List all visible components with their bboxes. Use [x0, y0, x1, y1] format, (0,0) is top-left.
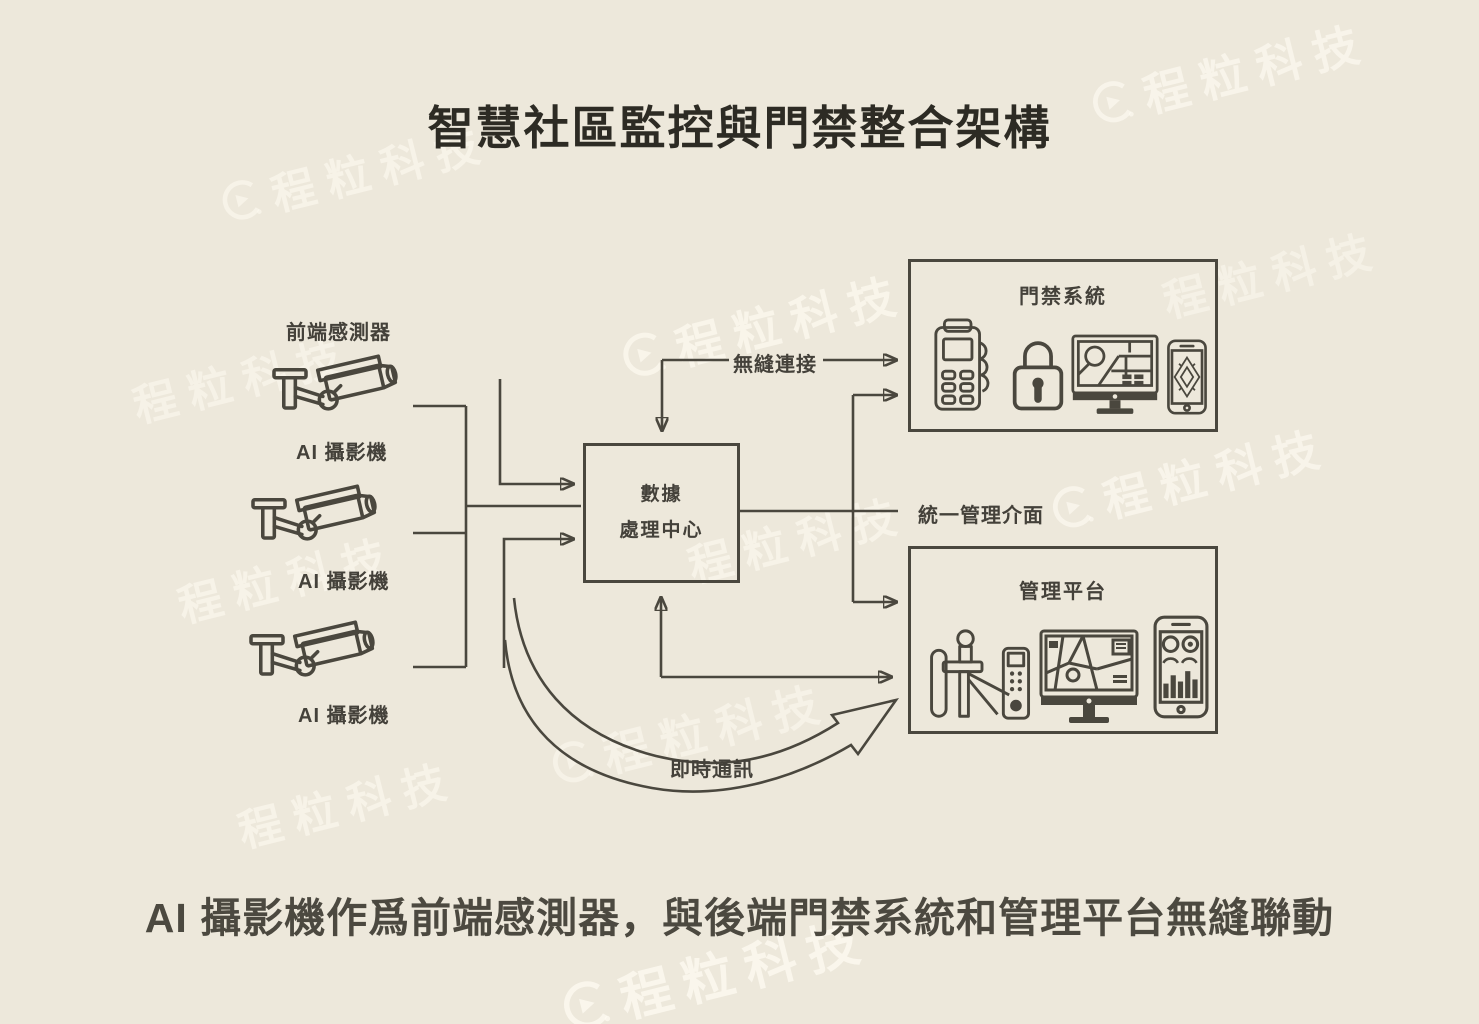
cctv-camera-icon: [244, 618, 386, 698]
monitor-map-icon: [1071, 334, 1159, 415]
processing-center-line2: 處理中心: [619, 520, 704, 541]
unified-interface-label: 統一管理介面: [918, 505, 1044, 527]
access-system-title: 門禁系統: [1019, 286, 1107, 308]
bottom-caption: AI 攝影機作爲前端感測器，與後端門禁系統和管理平台無縫聯動: [144, 895, 1335, 941]
turnstile-icon: [929, 627, 1035, 724]
processing-center-box: 數據 處理中心: [583, 443, 740, 583]
cctv-camera-icon: [268, 352, 408, 432]
phone-qr-icon: [1166, 339, 1208, 415]
padlock-icon: [1010, 333, 1066, 413]
card-reader-icon: [933, 316, 990, 415]
management-platform-title: 管理平台: [1019, 581, 1107, 603]
access-system-box: 門禁系統: [908, 259, 1218, 432]
camera-label: AI 攝影機: [296, 442, 388, 464]
seamless-connection-label: 無縫連接: [733, 354, 817, 376]
monitor-map-icon: [1039, 629, 1139, 725]
management-platform-box: 管理平台: [908, 546, 1218, 734]
camera-label: AI 攝影機: [298, 571, 390, 593]
sensor-group-label: 前端感測器: [286, 322, 391, 344]
realtime-communication-label: 即時通訊: [670, 759, 754, 781]
phone-dashboard-icon: [1153, 615, 1209, 719]
page-title: 智慧社區監控與門禁整合架構: [427, 102, 1052, 154]
processing-center-line1: 數據: [640, 483, 683, 505]
camera-label: AI 攝影機: [298, 705, 390, 727]
cctv-camera-icon: [246, 482, 388, 562]
